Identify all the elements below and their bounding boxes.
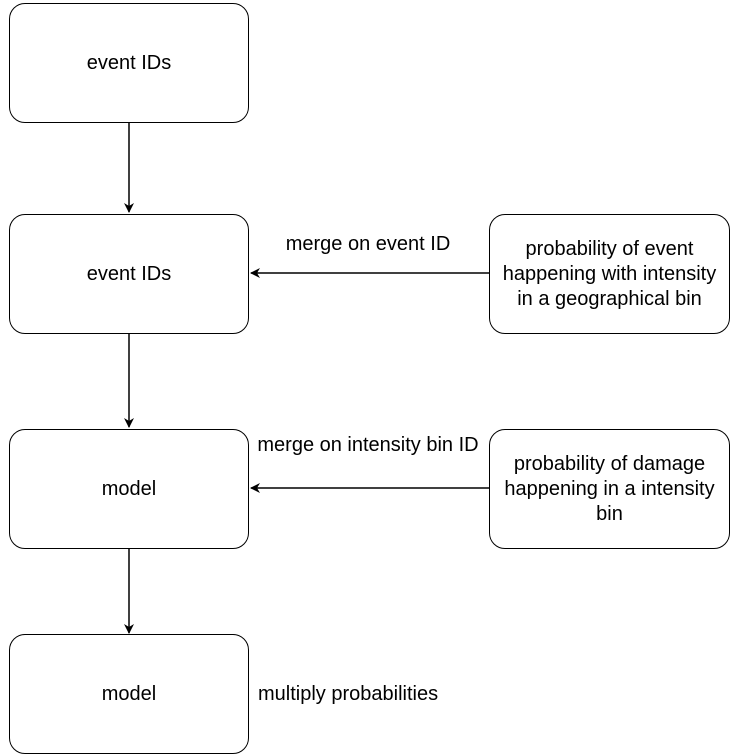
model-node-final[interactable]: model	[9, 634, 249, 754]
model-node-merged[interactable]: model	[9, 429, 249, 549]
merge-intensity-bin-label: merge on intensity bin ID	[249, 433, 487, 458]
event-probability-node[interactable]: probability of event happening with inte…	[489, 214, 730, 334]
event-ids-node-merged[interactable]: event IDs	[9, 214, 249, 334]
model-node-merged-label: model	[101, 477, 157, 500]
event-ids-node-merged-label: event IDs	[86, 262, 172, 285]
merge-event-id-label: merge on event ID	[260, 232, 476, 257]
event-probability-node-label: probability of event happening with inte…	[502, 237, 717, 310]
multiply-probabilities-label: multiply probabilities	[258, 682, 478, 707]
event-ids-node-top[interactable]: event IDs	[9, 3, 249, 123]
damage-probability-node-label: probability of damage happening in a int…	[504, 452, 715, 525]
event-ids-node-top-label: event IDs	[86, 51, 172, 74]
model-node-final-label: model	[101, 682, 157, 705]
damage-probability-node[interactable]: probability of damage happening in a int…	[489, 429, 730, 549]
